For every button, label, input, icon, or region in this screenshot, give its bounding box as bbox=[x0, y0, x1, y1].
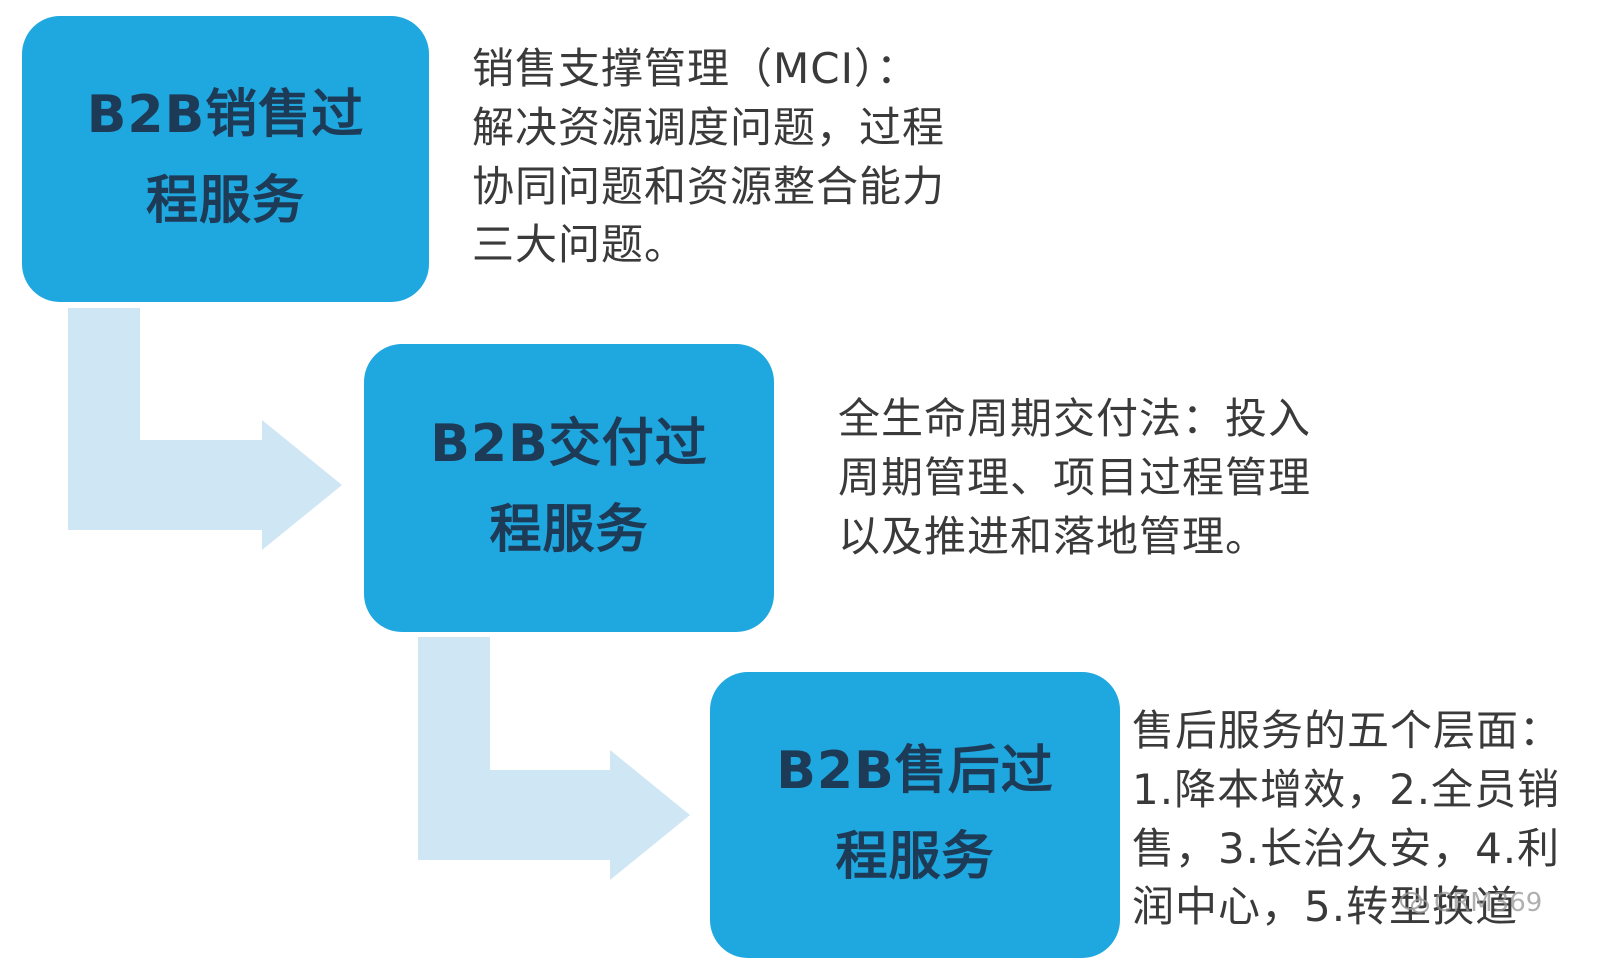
watermark-text: CRM369 bbox=[1434, 888, 1543, 918]
connector-arrow-1-to-2 bbox=[68, 308, 342, 550]
step-title-line: B2B交付过 bbox=[430, 414, 708, 475]
description-line: 售后服务的五个层面： bbox=[1132, 706, 1563, 755]
description-line: 三大问题。 bbox=[472, 220, 688, 270]
step-title-line: B2B售后过 bbox=[776, 741, 1054, 802]
step-title-delivery: B2B交付过 程服务 bbox=[414, 402, 724, 574]
description-line: 以及推进和落地管理。 bbox=[838, 511, 1269, 561]
step-description-delivery: 全生命周期交付法：投入 周期管理、项目过程管理 以及推进和落地管理。 bbox=[838, 390, 1311, 566]
description-line: 周期管理、项目过程管理 bbox=[838, 452, 1312, 502]
description-line: 全生命周期交付法：投入 bbox=[838, 394, 1312, 443]
step-title-after-sales: B2B售后过 程服务 bbox=[760, 729, 1070, 901]
step-title-sales: B2B销售过 程服务 bbox=[71, 73, 381, 245]
step-box-sales: B2B销售过 程服务 bbox=[22, 16, 429, 302]
step-title-line: 程服务 bbox=[145, 171, 305, 231]
description-line: 润中心，5.转型换道 bbox=[1132, 882, 1519, 932]
wechat-icon bbox=[1400, 892, 1429, 914]
description-line: 解决资源调度问题，过程 bbox=[472, 102, 946, 152]
connector-arrow-2-to-3 bbox=[418, 637, 690, 880]
description-line: 1.降本增效，2.全员销 bbox=[1132, 764, 1561, 814]
step-box-after-sales: B2B售后过 程服务 bbox=[710, 672, 1120, 958]
description-line: 销售支撑管理（MCI）： bbox=[472, 44, 919, 93]
step-title-line: B2B销售过 bbox=[86, 85, 365, 146]
step-title-line: 程服务 bbox=[489, 500, 649, 560]
step-description-after-sales: 售后服务的五个层面： 1.降本增效，2.全员销 售，3.长治久安，4.利 润中心… bbox=[1132, 702, 1562, 937]
watermark: CRM369 bbox=[1400, 888, 1542, 918]
step-title-line: 程服务 bbox=[835, 827, 995, 887]
step-description-sales: 销售支撑管理（MCI）： 解决资源调度问题，过程 协同问题和资源整合能力 三大问… bbox=[472, 40, 945, 275]
description-line: 售，3.长治久安，4.利 bbox=[1132, 823, 1561, 873]
description-line: 协同问题和资源整合能力 bbox=[472, 161, 946, 211]
step-box-delivery: B2B交付过 程服务 bbox=[364, 344, 774, 632]
